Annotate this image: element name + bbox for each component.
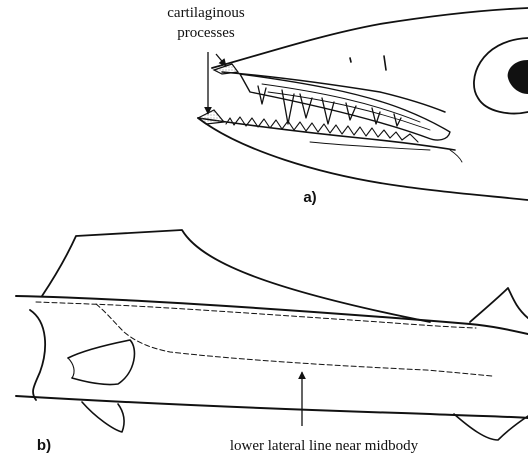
pectoral-fin [68,340,134,385]
arrow-to-upper-process [216,54,226,66]
rear-dorsal-fin [470,288,528,322]
fang [394,114,401,126]
nostril-rear [384,56,386,70]
body-ventral-outline [16,396,528,418]
panel-b-callout-label: lower lateral line near midbody [230,438,419,454]
head-upper-outline [212,8,528,68]
panel-b-body-drawing [16,230,528,440]
lower-lateral-line [96,304,492,376]
callout-label-line1: cartilaginous [167,5,245,21]
throat-outline [198,118,528,200]
dorsal-fin [42,230,430,322]
panel-a-callout-arrows [208,52,226,114]
callout-label-line2: processes [177,25,235,41]
eye-pupil [508,60,528,94]
panel-a-label: a) [303,189,316,206]
pectoral-fin-base [68,358,74,378]
panel-b-label: b) [37,437,51,454]
fang [346,103,356,120]
upper-lateral-line [36,302,476,328]
panel-a-head-drawing [198,8,528,200]
maxilla-ridge [262,84,420,122]
jaw-detail-line [450,150,462,162]
nostril-front [350,58,351,62]
lower-jaw-teeth [226,117,418,142]
gill-cover [30,310,45,400]
pelvic-fin [82,402,124,432]
